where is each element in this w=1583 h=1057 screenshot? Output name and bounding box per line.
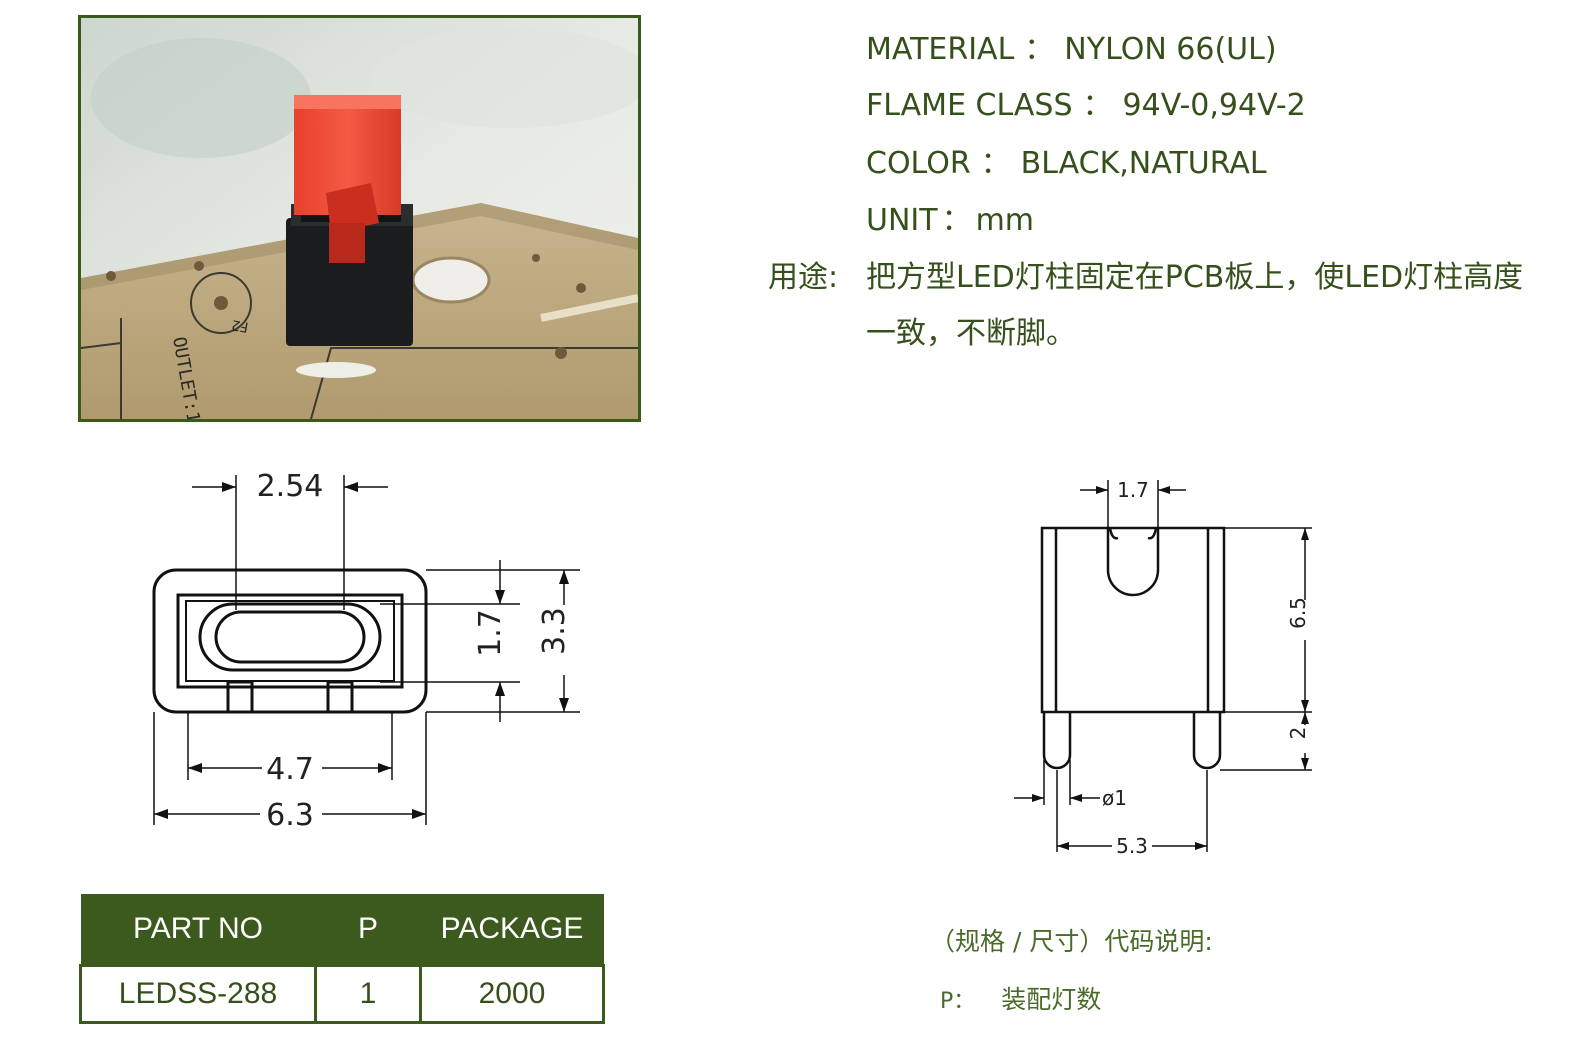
- spec-separator: ：: [1024, 32, 1055, 67]
- spec-unit-label: UNIT: [866, 203, 938, 238]
- spec-unit: UNIT：mm: [866, 195, 1034, 239]
- spec-color-label: COLOR: [866, 146, 971, 181]
- dim-pitch-label: 2.54: [257, 469, 324, 504]
- part-table: PART NO P PACKAGE LEDSS-288 1 2000: [79, 894, 605, 1024]
- spec-separator: ：: [980, 146, 1011, 181]
- spec-color: COLOR ： BLACK,NATURAL: [866, 138, 1267, 182]
- usage-line-2: 一致，不断脚。: [866, 316, 1076, 351]
- board-label-f2: F2: [230, 316, 249, 335]
- table-row: LEDSS-288 1 2000: [79, 964, 605, 1024]
- spec-material: MATERIAL ： NYLON 66(UL): [866, 24, 1277, 68]
- part-table-header: PART NO P PACKAGE: [80, 894, 604, 966]
- code-legend-title: （规格 / 尺寸）代码说明:: [930, 927, 1213, 956]
- dim-pin-length-label: 2: [1286, 727, 1310, 740]
- spec-unit-value: mm: [975, 203, 1035, 238]
- dim-diameter-label: ø1: [1102, 786, 1127, 810]
- code-key: P：: [940, 989, 976, 1014]
- spec-flame-value: 94V-0,94V-2: [1122, 88, 1306, 123]
- spec-separator: ：: [941, 203, 972, 238]
- header-p: P: [315, 894, 421, 966]
- dim-outer-width-label: 6.3: [266, 798, 314, 833]
- code-desc: 装配灯数: [1001, 985, 1102, 1014]
- product-photo: OUTLET:100 F2: [78, 15, 641, 422]
- dim-span-label: 5.3: [1116, 834, 1148, 858]
- cell-p: 1: [314, 964, 422, 1024]
- usage-line-1: 把方型LED灯柱固定在PCB板上，使LED灯柱高度: [866, 260, 1524, 295]
- dim-inner-height-label: 1.7: [473, 609, 508, 657]
- spec-flame-label: FLAME CLASS: [866, 88, 1073, 123]
- header-part-no: PART NO: [80, 894, 316, 966]
- dim-outer-height-label: 3.3: [537, 607, 572, 655]
- dim-height-label: 6.5: [1286, 597, 1310, 629]
- header-package: PACKAGE: [420, 894, 604, 966]
- spec-color-value: BLACK,NATURAL: [1020, 146, 1267, 181]
- spec-material-value: NYLON 66(UL): [1064, 32, 1277, 67]
- code-legend-item: P： 装配灯数: [940, 980, 1101, 1016]
- product-photo-graphic: OUTLET:100 F2: [81, 18, 638, 419]
- dim-inner-width-label: 4.7: [266, 752, 314, 787]
- spec-separator: ：: [1082, 88, 1113, 123]
- spec-material-label: MATERIAL: [866, 32, 1015, 67]
- spec-flame-class: FLAME CLASS ： 94V-0,94V-2: [866, 80, 1306, 124]
- top-view-drawing: 2.54 4.7 6.3 1.7 3.3: [140, 460, 600, 844]
- dim-slot-label: 1.7: [1117, 478, 1149, 502]
- cell-part-no: LEDSS-288: [79, 964, 317, 1024]
- cell-package: 2000: [419, 964, 605, 1024]
- usage-label: 用途:: [768, 260, 839, 295]
- side-view-drawing: 1.7 6.5 2 ø1 5.3: [1000, 470, 1330, 874]
